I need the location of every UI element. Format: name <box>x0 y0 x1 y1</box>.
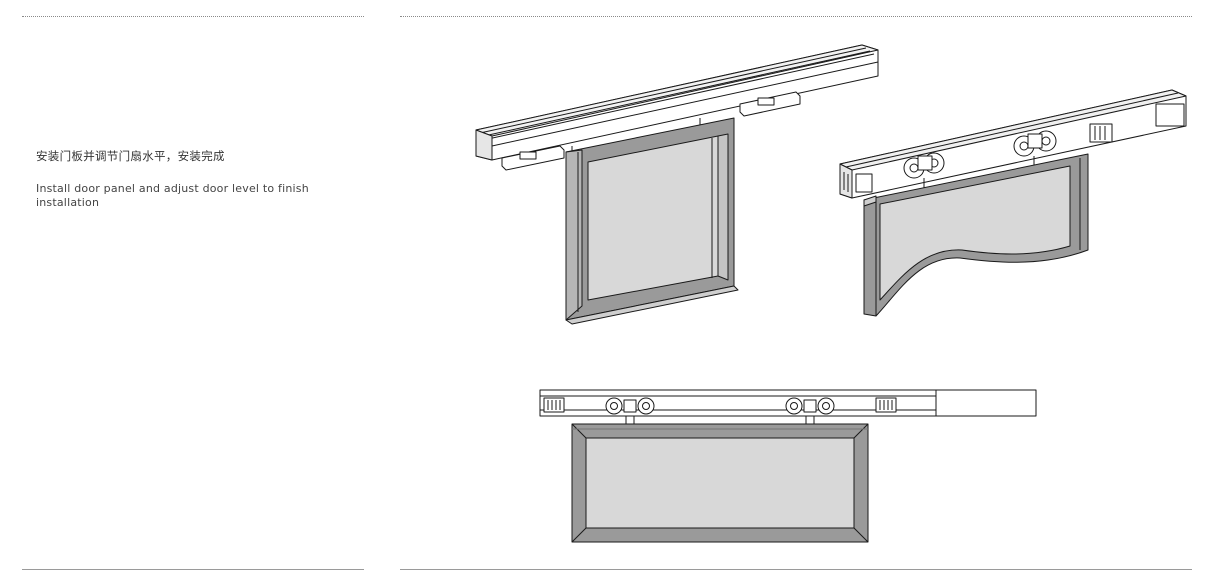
bottom-rule-left <box>22 569 364 570</box>
instruction-english: Install door panel and adjust door level… <box>36 182 309 209</box>
isometric-door-assembly <box>475 44 879 325</box>
front-elevation-assembly <box>539 389 1037 543</box>
elevation-roller-right <box>785 397 835 425</box>
roller-set-left <box>903 152 945 179</box>
instruction-chinese: 安装门板并调节门扇水平，安装完成 <box>36 149 225 163</box>
door-glass <box>587 135 719 301</box>
top-rule-left <box>22 16 364 17</box>
instruction-panel: 安装门板并调节门扇水平，安装完成 Install door panel and … <box>36 148 336 210</box>
elevation-roller-left <box>605 397 655 425</box>
elevation-door-glass <box>585 437 855 529</box>
isometric-cutaway-assembly <box>839 89 1187 317</box>
bottom-rule-right <box>400 569 1192 570</box>
roller-set-right <box>1013 130 1057 157</box>
top-rule-right <box>400 16 1192 17</box>
cutaway-door-glass <box>879 165 1071 301</box>
